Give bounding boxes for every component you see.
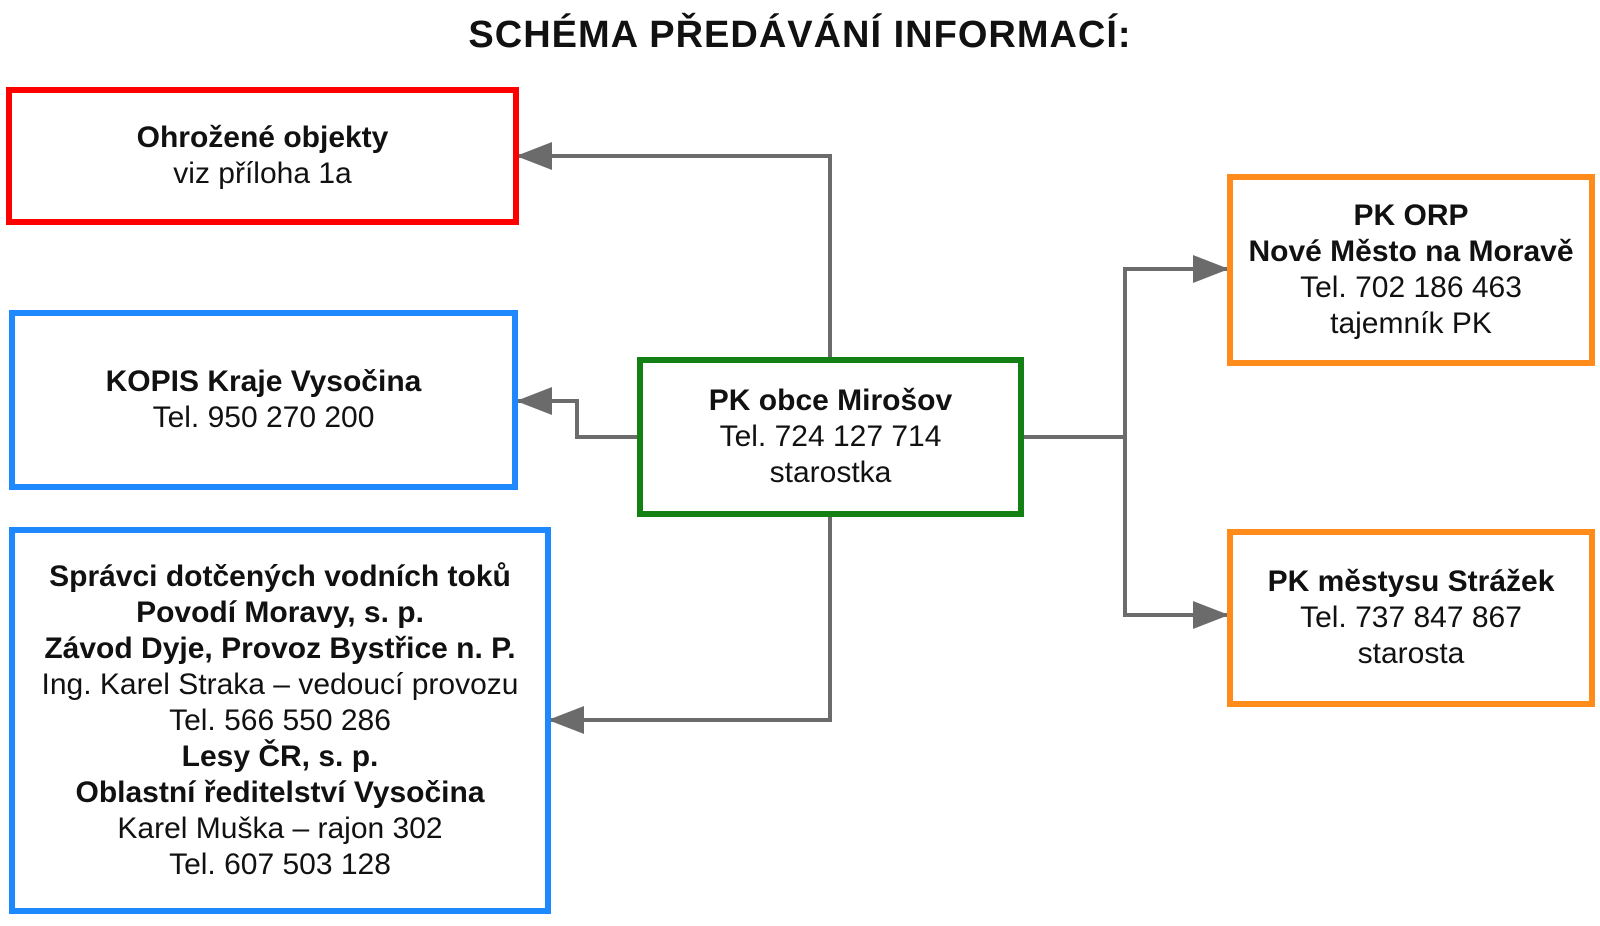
- threatened-note: viz příloha 1a: [173, 157, 352, 190]
- kopis-name: KOPIS Kraje Vysočina: [105, 365, 422, 398]
- arrow-to-threatened: [516, 142, 832, 357]
- water-org1-phone: Tel. 566 550 286: [169, 703, 391, 737]
- arrow-to-orp: [1123, 255, 1229, 437]
- threatened-objects-box: Ohrožené objekty viz příloha 1a: [6, 87, 519, 225]
- water-org2-person: Karel Muška – rajon 302: [117, 811, 443, 845]
- water-heading: Správci dotčených vodních toků: [49, 559, 511, 593]
- center-phone: Tel. 724 127 714: [719, 420, 942, 453]
- water-managers-box: Správci dotčených vodních toků Povodí Mo…: [9, 527, 551, 914]
- strazek-phone: Tel. 737 847 867: [1300, 601, 1522, 634]
- kopis-box: KOPIS Kraje Vysočina Tel. 950 270 200: [9, 310, 518, 490]
- orp-box: PK ORP Nové Město na Moravě Tel. 702 186…: [1227, 174, 1595, 366]
- strazek-role: starosta: [1357, 637, 1465, 670]
- orp-place: Nové Město na Moravě: [1248, 235, 1574, 268]
- diagram-title: SCHÉMA PŘEDÁVÁNÍ INFORMACÍ:: [468, 14, 1132, 56]
- orp-name: PK ORP: [1353, 199, 1469, 232]
- orp-role: tajemník PK: [1330, 307, 1492, 340]
- arrow-to-kopis: [516, 387, 640, 439]
- orp-phone: Tel. 702 186 463: [1300, 271, 1522, 304]
- center-name: PK obce Mirošov: [708, 384, 953, 417]
- water-org1-unit: Závod Dyje, Provoz Bystřice n. P.: [44, 631, 516, 665]
- center-role: starostka: [769, 456, 892, 489]
- arrow-to-strazek: [1123, 437, 1229, 629]
- center-box: PK obce Mirošov Tel. 724 127 714 starost…: [637, 357, 1024, 517]
- water-org1-person: Ing. Karel Straka – vedoucí provozu: [41, 667, 519, 701]
- water-org1: Povodí Moravy, s. p.: [136, 595, 424, 629]
- water-org2: Lesy ČR, s. p.: [181, 739, 379, 773]
- threatened-name: Ohrožené objekty: [136, 121, 389, 154]
- strazek-box: PK městysu Strážek Tel. 737 847 867 star…: [1227, 529, 1595, 707]
- strazek-name: PK městysu Strážek: [1267, 565, 1555, 598]
- kopis-phone: Tel. 950 270 200: [152, 401, 375, 434]
- water-org2-phone: Tel. 607 503 128: [169, 847, 391, 881]
- arrow-to-water-managers: [548, 516, 832, 734]
- water-org2-unit: Oblastní ředitelství Vysočina: [75, 775, 485, 809]
